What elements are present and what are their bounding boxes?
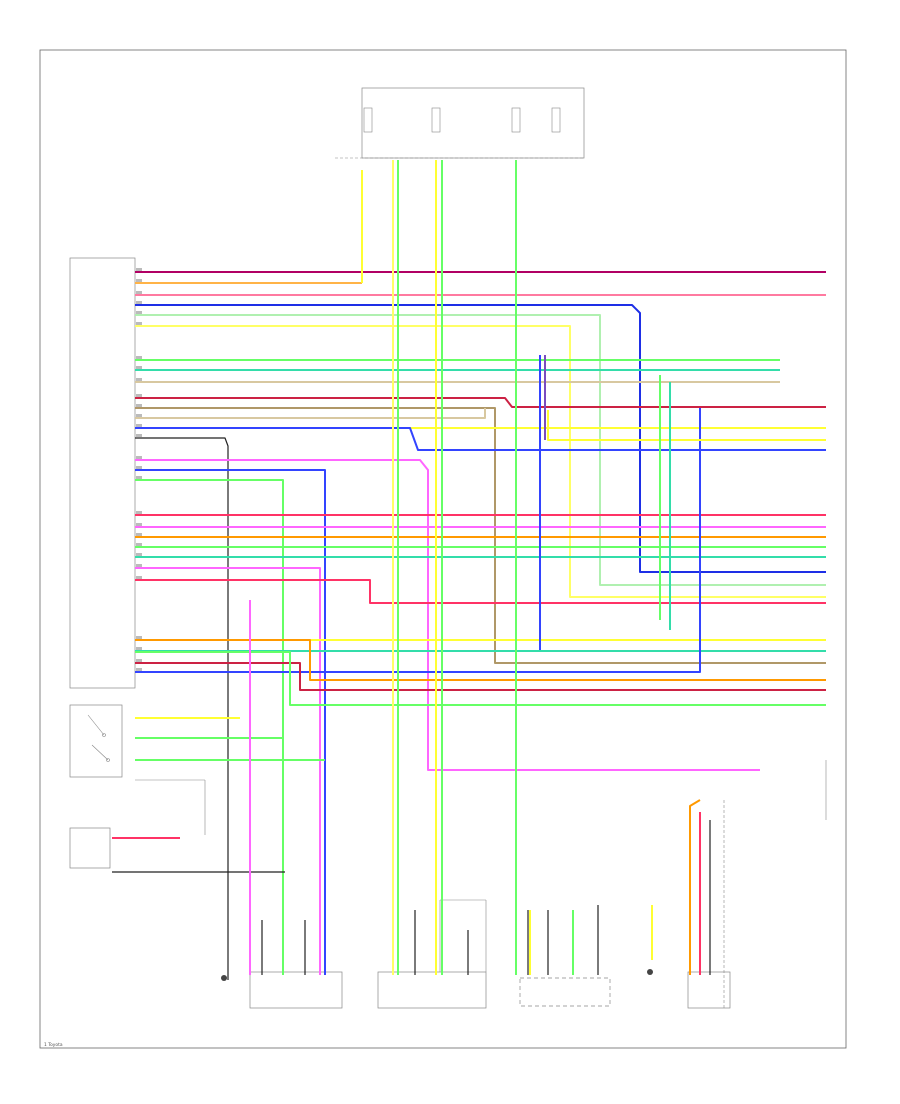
pin-mark xyxy=(136,659,142,662)
pin-mark xyxy=(136,291,142,294)
pin-mark xyxy=(136,268,142,271)
wire-11 xyxy=(135,407,826,664)
wire-34 xyxy=(547,410,826,441)
mirror-motor xyxy=(687,971,731,1009)
ground-symbols xyxy=(221,969,653,981)
pin-mark xyxy=(136,301,142,304)
wire-25 xyxy=(135,579,826,604)
pin-mark xyxy=(136,366,142,369)
pin-mark xyxy=(136,476,142,479)
pin-mark xyxy=(136,576,142,579)
illumination-switch xyxy=(69,704,123,778)
wire-59 xyxy=(689,799,701,975)
wire-15 xyxy=(135,437,229,980)
fuse-box-fuses xyxy=(363,107,561,133)
pin-mark xyxy=(136,424,142,427)
window-control-module xyxy=(249,971,343,1009)
pin-mark xyxy=(136,414,142,417)
front-door-control-unit xyxy=(69,257,136,689)
wire-28 xyxy=(135,408,701,673)
switch-contacts xyxy=(87,714,110,762)
wire-18 xyxy=(135,479,284,975)
pin-mark xyxy=(136,636,142,639)
wire-24 xyxy=(135,567,321,975)
a-c-control-panel xyxy=(377,971,487,1009)
pin-mark xyxy=(136,322,142,325)
pin-mark xyxy=(136,543,142,546)
diagram-border xyxy=(39,49,847,1049)
pin-mark xyxy=(136,533,142,536)
wire-17 xyxy=(135,469,326,975)
illumination-sensor xyxy=(69,827,111,869)
pin-mark xyxy=(136,378,142,381)
wire-layer xyxy=(112,160,826,980)
pin-mark xyxy=(136,523,142,526)
wire-12 xyxy=(135,408,486,419)
wire-6 xyxy=(135,325,826,598)
fuse-box xyxy=(361,87,585,159)
pin-mark xyxy=(136,434,142,437)
pin-mark xyxy=(136,564,142,567)
wire-30 xyxy=(135,651,826,706)
pin-mark xyxy=(136,647,142,650)
wire-label-layer xyxy=(136,268,142,671)
wire-16 xyxy=(135,459,760,771)
pin-mark xyxy=(136,466,142,469)
wire-14 xyxy=(135,427,826,451)
wire-31 xyxy=(135,639,826,681)
pin-mark xyxy=(136,279,142,282)
pin-mark xyxy=(136,456,142,459)
pin-mark xyxy=(136,356,142,359)
pin-mark xyxy=(136,394,142,397)
pin-mark xyxy=(136,668,142,671)
speaker-component xyxy=(519,977,611,1007)
wire-4 xyxy=(135,304,826,573)
pin-mark xyxy=(136,404,142,407)
pin-mark xyxy=(136,511,142,514)
wire-10 xyxy=(135,397,826,408)
diagram-code: 1 Toyota xyxy=(44,1042,63,1048)
pin-mark xyxy=(136,553,142,556)
pin-mark xyxy=(136,311,142,314)
wire-29 xyxy=(135,662,826,691)
